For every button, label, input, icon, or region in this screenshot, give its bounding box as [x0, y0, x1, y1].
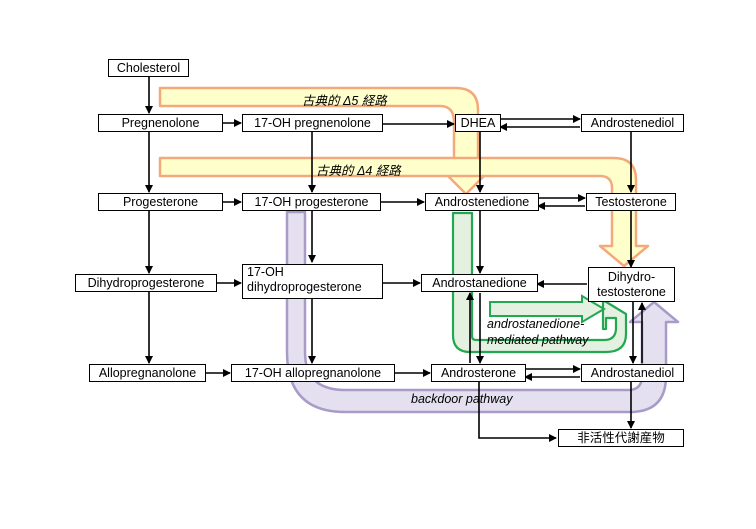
node-dhea: DHEA	[455, 114, 501, 132]
androstanedione-pathway-arrowhead	[489, 294, 606, 324]
node-androstanediol: Androstanediol	[581, 364, 684, 382]
node-17oh-progesterone: 17-OH progesterone	[242, 193, 381, 211]
node-progesterone: Progesterone	[98, 193, 223, 211]
node-17oh-dihydroprogesterone-line2: dihydroprogesterone	[247, 280, 362, 294]
node-androstanedione: Androstanedione	[421, 274, 538, 292]
backdoor-pathway-band	[285, 210, 680, 414]
node-17oh-allopregnanolone: 17-OH allopregnanolone	[231, 364, 395, 382]
node-17oh-pregnenolone: 17-OH pregnenolone	[242, 114, 383, 132]
node-dihydrotestosterone: Dihydro- testosterone	[588, 267, 675, 302]
node-testosterone: Testosterone	[586, 193, 676, 211]
node-dihydrotestosterone-line2: testosterone	[597, 284, 666, 299]
node-pregnenolone: Pregnenolone	[98, 114, 223, 132]
node-dihydrotestosterone-line1: Dihydro-	[607, 269, 656, 284]
classic-delta5-band	[158, 86, 492, 196]
node-dihydroprogesterone: Dihydroprogesterone	[75, 274, 217, 292]
node-androsterone: Androsterone	[431, 364, 526, 382]
node-17oh-dihydroprogesterone-line1: 17-OH	[247, 265, 284, 279]
androstanedione-pathway-label-line1: androstanedione-	[487, 317, 585, 331]
node-inactive-metabolites: 非活性代謝産物	[558, 429, 684, 447]
node-androstenedione: Androstenedione	[425, 193, 539, 211]
node-cholesterol: Cholesterol	[108, 59, 189, 77]
androstanedione-pathway-label-line2: mediated pathway	[487, 333, 589, 347]
classic-delta4-band	[158, 156, 650, 268]
node-17oh-dihydroprogesterone: 17-OH dihydroprogesterone	[242, 264, 383, 299]
classic-delta4-label: 古典的 Δ4 経路	[316, 164, 401, 178]
backdoor-pathway-label: backdoor pathway	[411, 392, 513, 406]
classic-delta5-label: 古典的 Δ5 経路	[302, 94, 387, 108]
reaction-arrows	[145, 76, 646, 442]
node-allopregnanolone: Allopregnanolone	[89, 364, 206, 382]
node-androstenediol: Androstenediol	[581, 114, 684, 132]
